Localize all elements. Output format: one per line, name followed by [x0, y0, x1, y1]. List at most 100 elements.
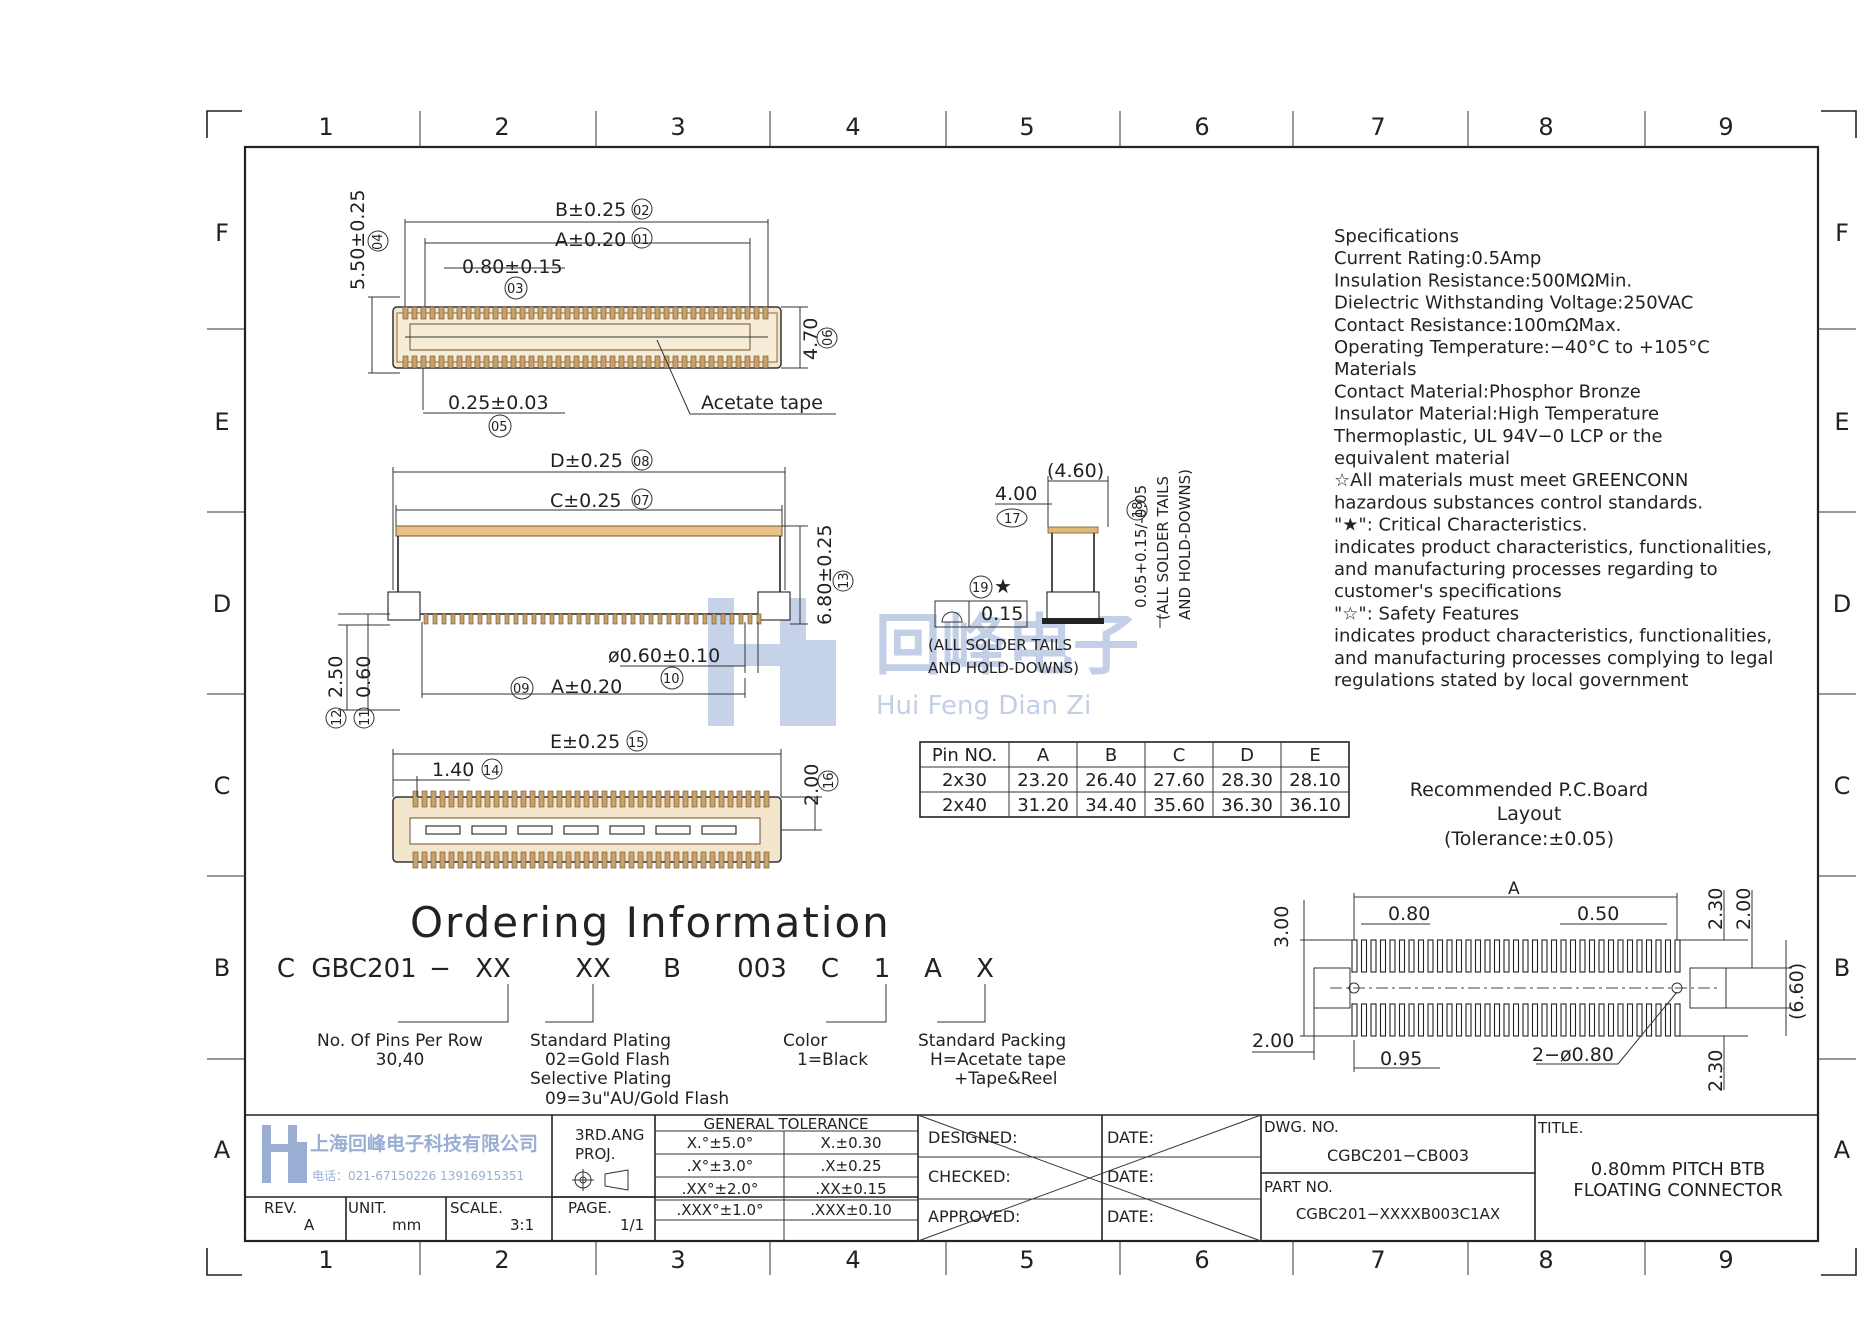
solder-tail — [666, 613, 672, 625]
dim-e-ref: 15 — [628, 736, 645, 751]
flatness-ref: 19 — [972, 581, 989, 596]
solder-tail — [738, 613, 744, 625]
table-header-cell: B — [1105, 745, 1117, 766]
offset-dim: 1.40 — [432, 759, 474, 781]
pitch-ref: 03 — [507, 282, 524, 297]
frame-column-label: 8 — [1538, 1246, 1553, 1274]
plating-label-4: 09=3u"AU/Gold Flash — [545, 1089, 729, 1109]
pcb-title-1: Recommended P.C.Board — [1410, 779, 1648, 801]
contact-pin — [501, 306, 508, 320]
pcb-pad — [1617, 1003, 1624, 1037]
table-cell: 34.40 — [1085, 795, 1137, 816]
pin-width-ref: 05 — [491, 420, 508, 435]
contact-pin — [664, 790, 671, 808]
contact-pin — [700, 851, 707, 869]
pcb-pad — [1579, 1003, 1586, 1037]
contact-pin — [708, 306, 715, 320]
contact-pin — [574, 790, 581, 808]
pcb-pad — [1674, 939, 1681, 973]
pcb-pad — [1512, 939, 1520, 973]
contact-pin — [520, 790, 527, 808]
watermark-logo: 回峰电子 Hui Feng Dian Zi — [708, 598, 1139, 726]
pcb-pad — [1370, 1003, 1377, 1037]
ordering-code-segment: − — [429, 954, 451, 984]
pcb-pad — [1617, 939, 1624, 973]
contact-pin — [475, 790, 482, 808]
contact-pin — [627, 355, 634, 369]
frame-row-label: B — [214, 954, 230, 982]
tolerance-title: GENERAL TOLERANCE — [703, 1115, 868, 1133]
pcb-pad — [1674, 1003, 1681, 1037]
pcb-pad — [1408, 1003, 1415, 1037]
scale-value: 3:1 — [510, 1216, 534, 1234]
spec-line: "☆": Safety Features — [1334, 603, 1519, 624]
pcb-pad — [1569, 939, 1577, 973]
h1-ref: 12 — [330, 709, 345, 726]
contact-pin — [537, 306, 544, 320]
contact-pin — [754, 851, 761, 869]
pcb-pad — [1379, 939, 1387, 973]
pcb-title-3: (Tolerance:±0.05) — [1444, 828, 1614, 850]
pcb-pad — [1351, 1003, 1358, 1037]
contact-pin — [637, 790, 644, 808]
contact-pin — [745, 790, 752, 808]
bottom-height-dim: 2.00 — [801, 764, 823, 806]
contact-pin — [600, 306, 607, 320]
solder-tail — [729, 613, 735, 625]
solder-tail — [702, 613, 708, 625]
width-dim: 4.70 — [800, 318, 822, 360]
contact-pin — [438, 306, 445, 320]
contact-pin — [547, 790, 554, 808]
top-view: B±0.25 02 A±0.20 01 0.80±0.15 03 5.50±0.… — [347, 189, 838, 438]
title-label: TITLE. — [1537, 1119, 1583, 1137]
tolerance-linear: .X±0.25 — [820, 1157, 881, 1175]
solder-tail — [711, 613, 717, 625]
pcb-h-top2: 2.00 — [1733, 888, 1755, 930]
pcb-pad — [1522, 939, 1529, 973]
end-inner-dim: 4.00 — [995, 483, 1037, 505]
housing-slot — [563, 825, 599, 835]
contact-pin — [672, 355, 679, 369]
solder-tail — [486, 613, 492, 625]
contact-pin — [573, 355, 580, 369]
contact-pin — [610, 851, 617, 869]
contact-pin — [591, 355, 598, 369]
solder-tail — [585, 613, 591, 625]
projection-symbol-icon — [572, 1169, 629, 1191]
contact-pin — [654, 355, 661, 369]
designed-date-label: DATE: — [1107, 1128, 1154, 1147]
contact-pin — [736, 790, 743, 808]
contact-pin — [546, 306, 553, 320]
scale-label: SCALE. — [450, 1199, 503, 1217]
frame-column-label: 3 — [670, 1246, 685, 1274]
contact-pin — [519, 306, 526, 320]
contact-pin — [763, 851, 770, 869]
side-view: D±0.25 08 C±0.25 07 6.80±0.25 13 ø0.60±0… — [325, 449, 854, 729]
pcb-dim-a: A — [1508, 879, 1520, 899]
table-cell: 26.40 — [1085, 770, 1137, 791]
company-name: 上海回峰电子科技有限公司 — [310, 1132, 538, 1155]
contact-pin — [673, 851, 680, 869]
pcb-pad — [1465, 939, 1472, 973]
page-label: PAGE. — [568, 1199, 612, 1217]
contact-pin — [762, 306, 769, 320]
table-cell: 27.60 — [1153, 770, 1205, 791]
frame-column-label: 7 — [1370, 1246, 1385, 1274]
end-inner-ref: 17 — [1004, 512, 1021, 527]
contact-pin — [573, 306, 580, 320]
frame-row-label: C — [1834, 772, 1851, 800]
end-width-dim: (4.60) — [1047, 460, 1104, 482]
pcb-pad — [1474, 1003, 1482, 1037]
housing-slot — [425, 825, 461, 835]
title-block: 上海回峰电子科技有限公司 电话：021-67150226 13916915351… — [245, 1114, 1818, 1242]
pcb-pad — [1598, 939, 1605, 973]
frame-column-label: 9 — [1718, 1246, 1733, 1274]
post-dim: ø0.60±0.10 — [608, 645, 720, 667]
pcb-pad — [1379, 1003, 1387, 1037]
pcb-pad — [1455, 939, 1463, 973]
contact-pin — [402, 306, 409, 320]
contact-pin — [690, 355, 697, 369]
